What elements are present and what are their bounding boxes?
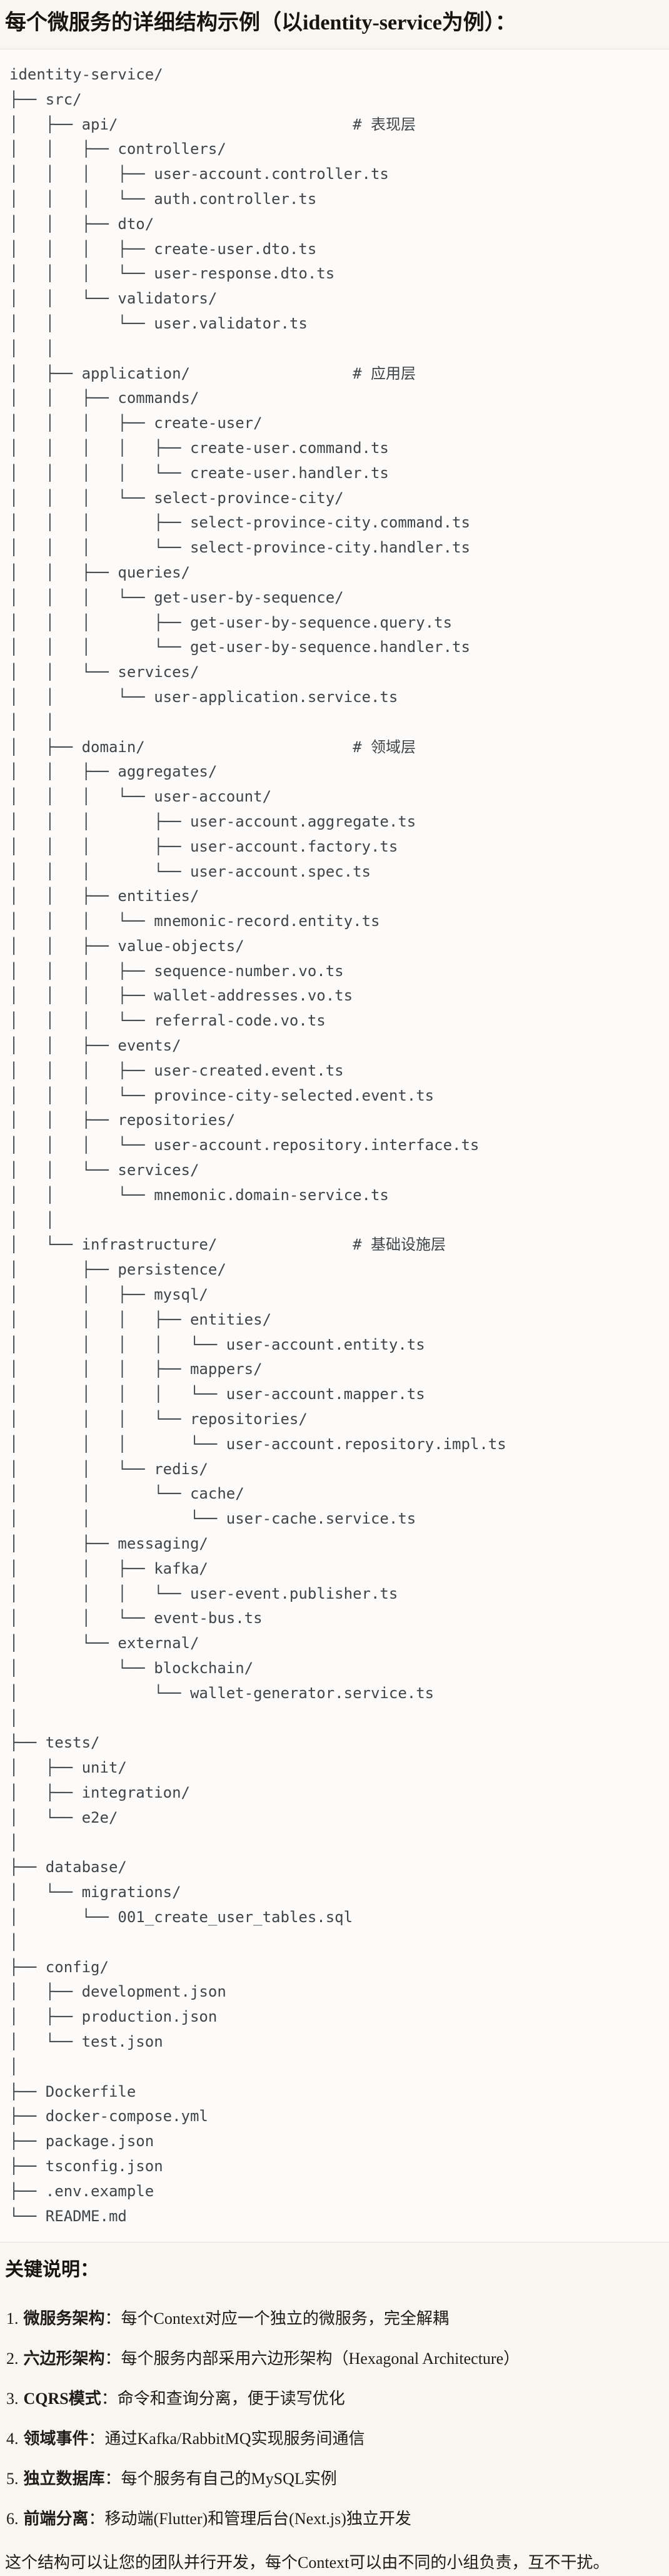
note-desc: ：命令和查询分离，便于读写优化 xyxy=(101,2390,345,2408)
note-item-frontend: 6.前端分离：移动端(Flutter)和管理后台(Next.js)独立开发 xyxy=(6,2507,664,2532)
note-item-hexagonal: 2.六边形架构：每个服务内部采用六边形架构（Hexagonal Architec… xyxy=(6,2346,664,2371)
note-desc: ：每个Context对应一个独立的微服务，完全解耦 xyxy=(104,2309,449,2328)
note-term: 微服务架构 xyxy=(23,2309,105,2328)
note-term: 六边形架构 xyxy=(23,2349,105,2368)
page-title: 每个微服务的详细结构示例（以identity-service为例）： xyxy=(5,11,516,34)
note-term: CQRS模式 xyxy=(23,2390,101,2408)
note-number: 1. xyxy=(6,2309,19,2328)
note-item-cqrs: 3.CQRS模式：命令和查询分离，便于读写优化 xyxy=(6,2386,664,2411)
note-item-domain-events: 4.领域事件：通过Kafka/RabbitMQ实现服务间通信 xyxy=(6,2426,664,2451)
note-number: 5. xyxy=(6,2470,19,2488)
note-desc: ：每个服务内部采用六边形架构（Hexagonal Architecture） xyxy=(104,2349,520,2368)
note-number: 6. xyxy=(6,2510,19,2528)
note-item-database: 5.独立数据库：每个服务有自己的MySQL实例 xyxy=(6,2467,664,2492)
notes-heading: 关键说明： xyxy=(5,2259,99,2281)
page-header: 每个微服务的详细结构示例（以identity-service为例）： xyxy=(0,0,669,38)
note-item-microservices: 1.微服务架构：每个Context对应一个独立的微服务，完全解耦 xyxy=(6,2306,664,2331)
notes-section: 关键说明： 1.微服务架构：每个Context对应一个独立的微服务，完全解耦 2… xyxy=(0,2243,669,2575)
note-term: 前端分离 xyxy=(23,2510,89,2528)
closing-note: 这个结构可以让您的团队并行开发，每个Context可以由不同的小组负责，互不干扰… xyxy=(5,2553,610,2572)
note-number: 3. xyxy=(6,2390,19,2408)
note-term: 领域事件 xyxy=(23,2430,89,2448)
directory-tree: identity-service/ ├── src/ │ ├── api/ # … xyxy=(9,66,506,2225)
note-desc: ：每个服务有自己的MySQL实例 xyxy=(104,2470,337,2488)
note-desc: ：移动端(Flutter)和管理后台(Next.js)独立开发 xyxy=(88,2510,411,2528)
note-desc: ：通过Kafka/RabbitMQ实现服务间通信 xyxy=(88,2430,365,2448)
note-term: 独立数据库 xyxy=(23,2470,105,2488)
code-block: identity-service/ ├── src/ │ ├── api/ # … xyxy=(0,49,669,2243)
note-number: 4. xyxy=(6,2430,19,2448)
note-number: 2. xyxy=(6,2349,19,2368)
